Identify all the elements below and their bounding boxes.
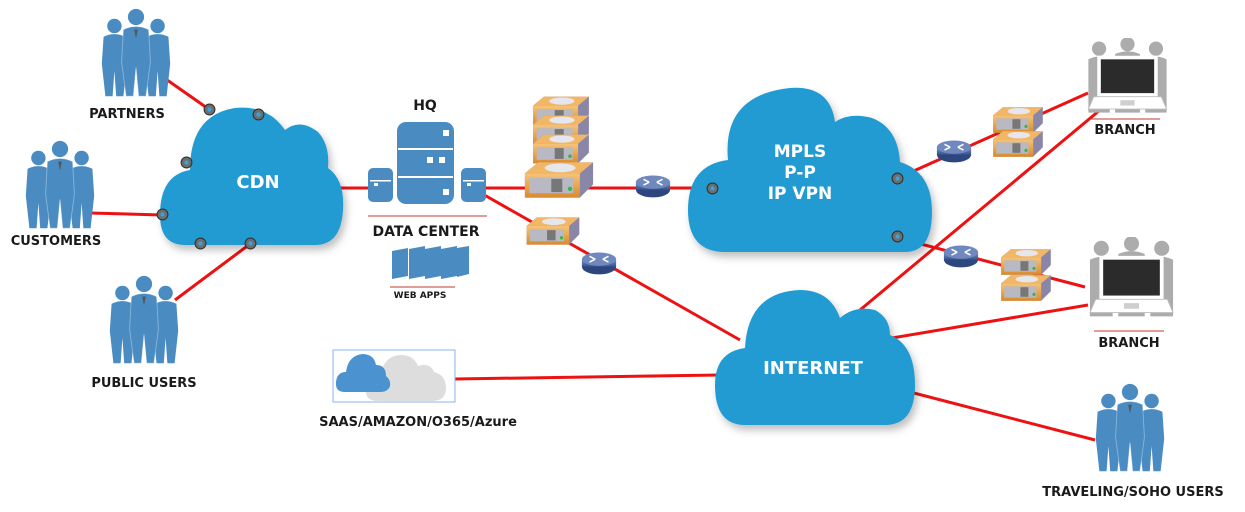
traveling-label: TRAVELING/SOHO USERS: [1042, 485, 1223, 500]
link-partners-cdn: [159, 73, 211, 112]
link-saas-internet: [454, 373, 721, 381]
branch-bottom[interactable]: BRANCH: [1089, 236, 1174, 351]
partners-label: PARTNERS: [89, 107, 165, 122]
mpls-label-line-3: IP VPN: [768, 184, 833, 204]
branch-office-icon: [1087, 38, 1168, 114]
server-icon[interactable]: [526, 217, 580, 245]
hq-server-stack[interactable]: [524, 96, 594, 198]
people-icon: [109, 275, 179, 364]
server-icon[interactable]: [1001, 249, 1051, 275]
mpls-cloud[interactable]: MPLS P-P IP VPN: [688, 87, 932, 253]
customers-group[interactable]: CUSTOMERS: [11, 140, 102, 249]
internet-label: INTERNET: [763, 358, 864, 379]
branch-top[interactable]: BRANCH: [1087, 37, 1168, 138]
pin: [252, 108, 265, 121]
public-users-group[interactable]: PUBLIC USERS: [91, 275, 197, 391]
server-icon: [533, 134, 589, 164]
server-icon[interactable]: [993, 107, 1043, 133]
branch-bottom-label: BRANCH: [1098, 336, 1159, 351]
customers-label: CUSTOMERS: [11, 234, 102, 249]
cdn-cloud[interactable]: CDN: [160, 107, 344, 245]
people-icon: [25, 140, 95, 229]
mpls-label-line-1: MPLS: [774, 142, 826, 162]
link-public-cdn: [174, 242, 251, 302]
pin: [203, 103, 216, 116]
mpls-label-line-2: P-P: [784, 163, 816, 183]
cdn-label: CDN: [236, 172, 279, 193]
branch-office-icon: [1089, 237, 1174, 317]
people-icon: [101, 8, 171, 97]
link-customers-cdn: [89, 211, 163, 217]
pin: [180, 156, 193, 169]
pin: [244, 237, 257, 250]
cloud-icon-blue: [335, 354, 391, 392]
server-icon: [524, 162, 594, 198]
internet-cloud[interactable]: INTERNET: [715, 290, 915, 425]
server-icon[interactable]: [993, 131, 1043, 157]
link-internet-branch-top: [859, 108, 1101, 312]
saas-label: SAAS/AMAZON/O365/Azure: [319, 415, 517, 430]
branch-top-label: BRANCH: [1094, 123, 1155, 138]
pin: [706, 182, 719, 195]
link-mpls-branch-bottom: [897, 236, 1086, 289]
link-internet-traveling: [909, 390, 1096, 442]
router-icon[interactable]: [635, 174, 671, 199]
hq-data-center[interactable]: HQ DATA CENTER WEB APPS: [368, 98, 487, 301]
data-center-label: DATA CENTER: [373, 224, 480, 240]
saas-cloud-services[interactable]: SAAS/AMAZON/O365/Azure: [319, 349, 517, 430]
web-apps-label: WEB APPS: [394, 291, 447, 301]
hq-label: HQ: [413, 98, 437, 114]
pin: [194, 237, 207, 250]
people-icon: [1095, 383, 1165, 472]
router-icon[interactable]: [936, 139, 972, 164]
router-icon[interactable]: [581, 251, 617, 276]
public-users-label: PUBLIC USERS: [91, 376, 196, 391]
traveling-group[interactable]: TRAVELING/SOHO USERS: [1042, 383, 1224, 500]
server-rack-icon: [368, 122, 486, 204]
pin: [156, 208, 169, 221]
pin: [891, 230, 904, 243]
router-icon[interactable]: [943, 244, 979, 269]
link-internet-branch-bottom: [879, 303, 1089, 342]
partners-group[interactable]: PARTNERS: [89, 8, 171, 122]
web-apps-icon: [392, 246, 469, 279]
link-mpls-branch-top: [897, 91, 1089, 180]
server-icon[interactable]: [1001, 275, 1051, 301]
pin: [891, 172, 904, 185]
